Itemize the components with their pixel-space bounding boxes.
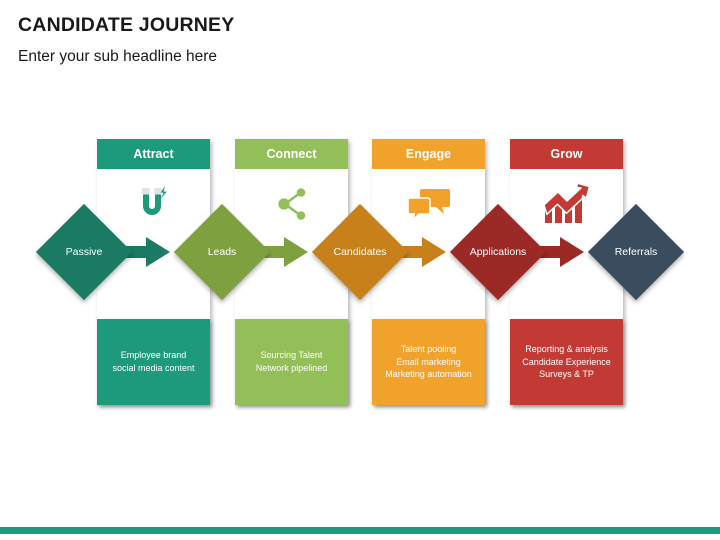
stage-detail-text: Talent pooling Email marketing Marketing… xyxy=(385,344,472,380)
stage-detail-text: Reporting & analysis Candidate Experienc… xyxy=(522,344,611,380)
stage-detail-text: Sourcing Talent Network pipelined xyxy=(255,350,328,373)
stage-header-connect: Connect xyxy=(235,139,348,169)
stage-detail-attract: Employee brand social media content xyxy=(97,319,210,405)
journey-node-passive[interactable]: Passive xyxy=(35,203,133,301)
diamond-shape xyxy=(311,203,409,301)
stage-detail-engage: Talent pooling Email marketing Marketing… xyxy=(372,319,485,405)
stage-column-grow[interactable]: Grow Reporting & analysis Candidate Expe… xyxy=(510,139,623,405)
arrow-applications-referrals xyxy=(514,236,584,268)
stage-header-label: Connect xyxy=(266,147,317,161)
arrow-candidates-applications xyxy=(376,236,446,268)
stage-header-label: Attract xyxy=(133,147,174,161)
stage-icon-connect xyxy=(235,173,348,235)
page-title: CANDIDATE JOURNEY xyxy=(18,14,235,36)
bottom-accent-bar xyxy=(0,527,720,534)
journey-node-leads[interactable]: Leads xyxy=(173,203,271,301)
journey-node-referrals[interactable]: Referrals xyxy=(587,203,685,301)
diamond-shape xyxy=(35,203,133,301)
stage-column-attract[interactable]: Attract Employee brand social media cont… xyxy=(97,139,210,405)
diamond-shape xyxy=(449,203,547,301)
stage-detail-text: Employee brand social media content xyxy=(112,350,195,373)
arrow-leads-candidates xyxy=(238,236,308,268)
stage-icon-attract xyxy=(97,173,210,235)
stage-column-engage[interactable]: Engage Talent pooling Email marketing Ma… xyxy=(372,139,485,405)
chat-bubbles-icon xyxy=(406,189,450,223)
stage-header-label: Grow xyxy=(550,147,583,161)
stage-detail-connect: Sourcing Talent Network pipelined xyxy=(235,319,348,405)
stage-header-grow: Grow xyxy=(510,139,623,169)
stage-header-engage: Engage xyxy=(372,139,485,169)
stage-header-attract: Attract xyxy=(97,139,210,169)
stage-header-label: Engage xyxy=(405,147,452,161)
diamond-shape xyxy=(173,203,271,301)
journey-node-candidates[interactable]: Candidates xyxy=(311,203,409,301)
stage-icon-grow xyxy=(510,173,623,235)
arrow-passive-leads xyxy=(100,236,170,268)
page-subtitle: Enter your sub headline here xyxy=(18,48,218,65)
growth-chart-icon xyxy=(542,183,590,223)
journey-node-applications[interactable]: Applications xyxy=(449,203,547,301)
magnet-icon xyxy=(141,186,167,215)
stage-icon-engage xyxy=(372,173,485,235)
diamond-shape xyxy=(587,203,685,301)
share-network-icon xyxy=(277,188,305,220)
stage-column-connect[interactable]: Connect Sourcing Talent Network pipeline… xyxy=(235,139,348,405)
stage-detail-grow: Reporting & analysis Candidate Experienc… xyxy=(510,319,623,405)
